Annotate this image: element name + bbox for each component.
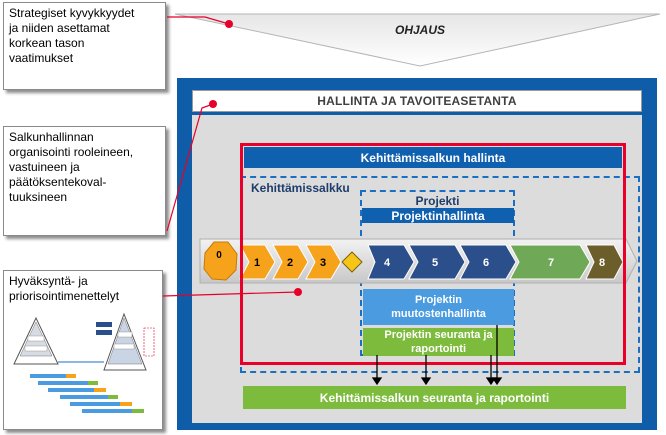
ohjaus-arrow: OHJAUS [174,13,661,67]
project-tracking-box: Projektin seuranta ja raportointi [363,328,514,356]
portfolio-label: Kehittämissalkku [251,181,350,195]
callout-organisation-text: Salkunhallinnan organisointi rooleineen,… [9,130,134,204]
project-management-bar: Projektinhallinta [362,208,514,223]
approval-thumbnail [8,312,158,424]
hallinta-title: HALLINTA JA TAVOITEASETANTA [192,90,642,112]
portfolio-management-outline [240,143,626,365]
change-management-box: Projektin muutostenhallinta [363,289,514,325]
portfolio-management-bar: Kehittämissalkun hallinta [244,147,622,168]
change-management-label: Projektin muutostenhallinta [391,294,486,320]
callout-strategic-capabilities: Strategiset kyvykkyydet ja niiden asetta… [3,2,166,90]
ohjaus-label: OHJAUS [395,23,445,37]
portfolio-tracking-bar: Kehittämissalkun seuranta ja raportointi [243,386,626,409]
callout-approval-text: Hyväksyntä- ja priorisointimenettelyt [9,274,120,303]
project-title: Projekti [415,194,460,208]
callout-strategic-capabilities-text: Strategiset kyvykkyydet ja niiden asetta… [9,6,135,65]
callout-organisation: Salkunhallinnan organisointi rooleineen,… [3,126,166,236]
project-tracking-label: Projektin seuranta ja raportointi [384,329,493,355]
